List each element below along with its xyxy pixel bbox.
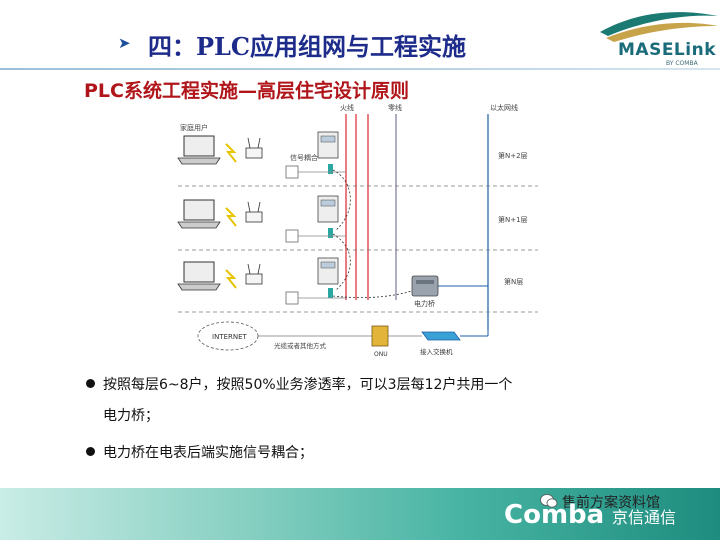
wechat-icon (540, 494, 558, 508)
home-user-label: 家庭用户 (180, 123, 208, 132)
title-divider (0, 68, 720, 70)
floor-n-equipment (177, 257, 415, 305)
laptop-icon (183, 261, 215, 283)
bullet-1-line-1: 按照每层6~8户，按照50%业务渗透率，可以3层每12户共用一个 (103, 377, 513, 393)
coupling-label: 信号耦合 (290, 153, 318, 162)
wifi-signal-icon (225, 269, 237, 289)
logo-subtext: BY COMBA (666, 60, 698, 67)
power-socket-icon (285, 291, 299, 305)
floor-n1-equipment (177, 195, 351, 291)
internet-label: INTERNET (212, 333, 248, 341)
wifi-router-icon (245, 147, 263, 159)
coupler-icon (328, 228, 333, 238)
laptop-icon (183, 199, 215, 221)
bullet-1-line-2: 电力桥； (103, 408, 159, 424)
comba-logo: Comba (504, 500, 605, 530)
title-arrow-icon: ➤ (118, 34, 131, 52)
power-bridge-icon (411, 275, 439, 297)
coupler-icon (328, 288, 333, 298)
floor-label-n: 第N层 (504, 277, 523, 286)
onu-icon (371, 325, 389, 347)
wifi-signal-icon (225, 207, 237, 227)
slide-title: 四：PLC应用组网与工程实施 (148, 32, 467, 61)
logo-brand: MASELink (618, 40, 716, 60)
floor-label-n2: 第N+2层 (498, 151, 528, 160)
fiber-label: 光缆或者其他方式 (274, 341, 327, 350)
power-socket-icon (285, 229, 299, 243)
power-socket-icon (285, 165, 299, 179)
wifi-router-icon (245, 211, 263, 223)
ethernet-wire-label: 以太网线 (490, 103, 518, 112)
switch-label: 接入交换机 (420, 347, 453, 356)
access-switch-icon (421, 331, 461, 341)
wifi-router-icon (245, 273, 263, 285)
wifi-signal-icon (225, 143, 237, 163)
bullet-dot (86, 379, 95, 388)
coupler-icon (328, 164, 333, 174)
watermark-text: 售前方案资料馆 (562, 495, 660, 511)
floor-label-n1: 第N+1层 (498, 215, 528, 224)
laptop-icon (183, 135, 215, 157)
bullet-2-line-1: 电力桥在电表后端实施信号耦合； (103, 445, 313, 461)
slide-subtitle: PLC系统工程实施—高层住宅设计原则 (84, 80, 409, 102)
live-wire-label: 火线 (340, 103, 354, 112)
neutral-wire-label: 零线 (388, 103, 402, 112)
comba-chinese-name: 京信通信 (612, 508, 677, 527)
power-bridge-label: 电力桥 (414, 299, 435, 308)
footer-band (0, 488, 720, 540)
maselink-swoosh-icon (600, 12, 718, 42)
floor-n2-equipment (177, 131, 351, 231)
bullet-dot (86, 447, 95, 456)
plc-network-diagram: 火线 零线 以太网线 第N+2层 第N+1层 第N层 家庭用户 信号耦合 (168, 100, 546, 362)
onu-label: ONU (374, 351, 388, 358)
